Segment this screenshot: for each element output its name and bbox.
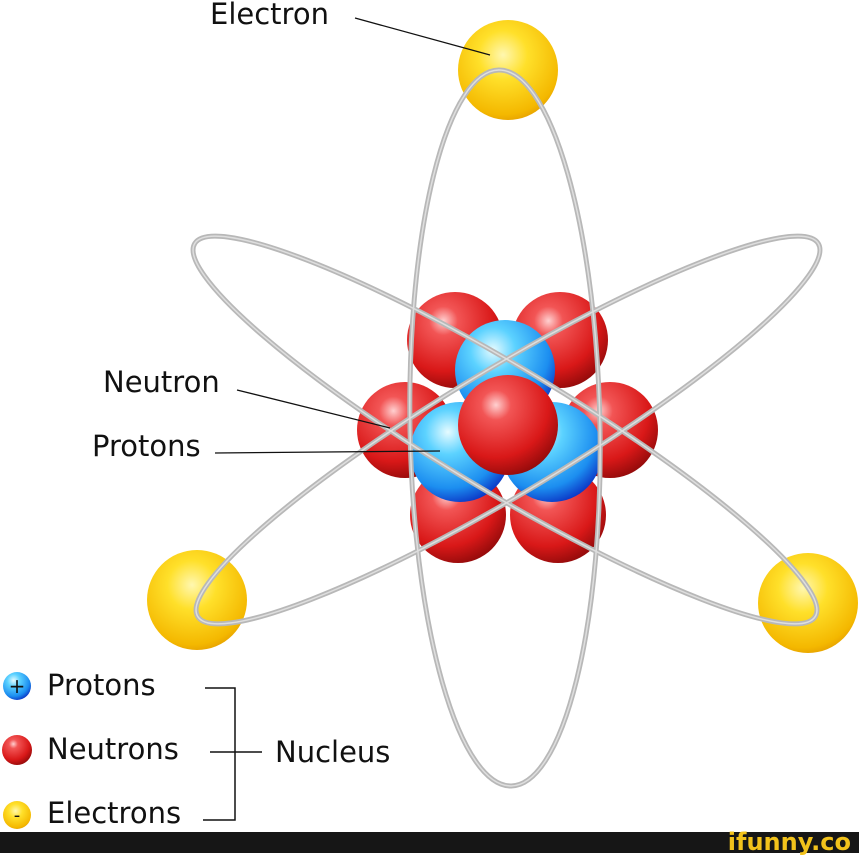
svg-text:+: + [9,674,26,698]
neutron-leader-line [236,389,391,429]
legend-neutrons: Neutrons [47,732,179,766]
protons-label: Protons [92,429,201,463]
legend-icons: + - [2,672,32,829]
electron-label: Electron [210,0,329,31]
electron-leader-line [354,17,491,56]
neutron [458,375,558,475]
footer-bar: ifunny.co [0,828,859,856]
watermark: ifunny.co [727,828,851,856]
legend-nucleus-label: Nucleus [275,735,391,769]
protons-leader-line [214,450,441,454]
electron-legend-icon [3,801,31,829]
svg-text:-: - [14,805,21,826]
proton-legend-icon [3,672,31,700]
legend-protons: Protons [47,668,156,702]
electron-right [758,553,858,653]
nucleus-bracket [203,687,262,821]
neutron-label: Neutron [103,365,220,399]
neutron-legend-icon [2,735,32,765]
legend-electrons: Electrons [47,796,182,830]
